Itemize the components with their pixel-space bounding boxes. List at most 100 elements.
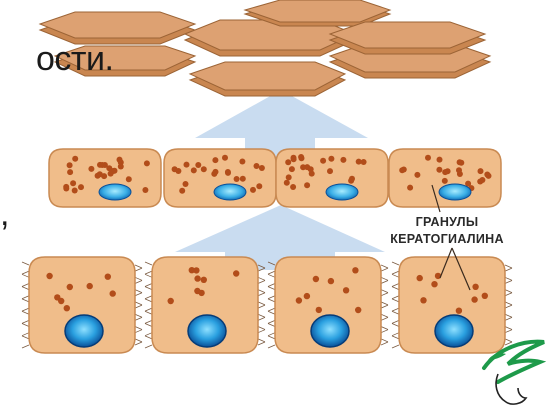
cell-spine [22,271,29,274]
granular-cell [276,149,388,207]
nucleus [65,315,103,347]
cell-spine [258,302,265,305]
granule [179,188,185,194]
granule [425,155,431,161]
granule [420,297,426,303]
cell-spine [22,299,29,302]
cell-spine [392,262,399,265]
nucleus [326,184,358,200]
granule [355,307,361,313]
cell-spine [258,339,265,342]
cell-spine [392,308,399,311]
granule [320,158,326,164]
granule [417,275,423,281]
granule [458,160,464,166]
cell-spine [392,299,399,302]
granule [46,273,52,279]
cell-spine [135,305,142,308]
cell-spine [258,317,265,320]
granular-cell [49,149,161,207]
cell-spine [505,293,512,296]
cell-spine [145,296,152,299]
cell-spine [392,320,399,323]
cell-spine [22,296,29,299]
granule [437,157,443,163]
granule [300,164,306,170]
granule [414,172,420,178]
cell-spine [135,314,142,317]
cell-spine [145,320,152,323]
granule [233,270,239,276]
cell-spine [381,302,388,305]
cell-spine [392,333,399,336]
cell-spine [135,342,142,345]
nucleus [435,315,473,347]
cell-spine [381,265,388,268]
cell-spine [505,268,512,271]
granule [112,168,118,174]
granule [70,180,76,186]
granule [250,187,256,193]
granule [298,154,304,160]
cell-spine [381,268,388,271]
cell-spine [135,290,142,293]
spinous-cell [399,257,505,353]
granule [168,298,174,304]
cell-spine [505,280,512,283]
granule [183,181,189,187]
granule [194,275,200,281]
granule [254,163,260,169]
granule [58,298,64,304]
granule [308,166,314,172]
cell-spine [392,274,399,277]
cell-spine [135,330,142,333]
granule [87,283,93,289]
granule [340,157,346,163]
cell-spine [135,293,142,296]
cell-spine [145,311,152,314]
cell-spine [268,311,275,314]
spinous-cell [152,257,258,353]
cell-spine [145,324,152,327]
granule [198,290,204,296]
granule [478,168,484,174]
granule [78,184,84,190]
cell-spine [258,305,265,308]
granule [240,176,246,182]
cell-spine [268,333,275,336]
granule [193,267,199,273]
cell-spine [505,314,512,317]
cell-spine [268,283,275,286]
cell-spine [258,293,265,296]
cell-spine [258,277,265,280]
cell-spine [135,339,142,342]
cell-spine [258,290,265,293]
granule [106,165,112,171]
granular-layer [49,149,501,207]
cell-spine [145,274,152,277]
granule [234,176,240,182]
cell-spine [381,327,388,330]
cell-spine [22,336,29,339]
cell-spine [22,274,29,277]
granule [67,284,73,290]
cell-spine [145,333,152,336]
cell-spine [268,287,275,290]
cell-spine [258,280,265,283]
granule [191,167,197,173]
cell-spine [268,308,275,311]
cell-spine [268,299,275,302]
granular-cell [164,149,276,207]
nucleus [99,184,131,200]
cell-spine [135,277,142,280]
granule [327,168,333,174]
granule [477,179,483,185]
granule [284,180,290,186]
granule [296,297,302,303]
granule [213,169,219,175]
granule [304,293,310,299]
cell-spine [505,305,512,308]
granule [144,160,150,166]
granule [456,167,462,173]
